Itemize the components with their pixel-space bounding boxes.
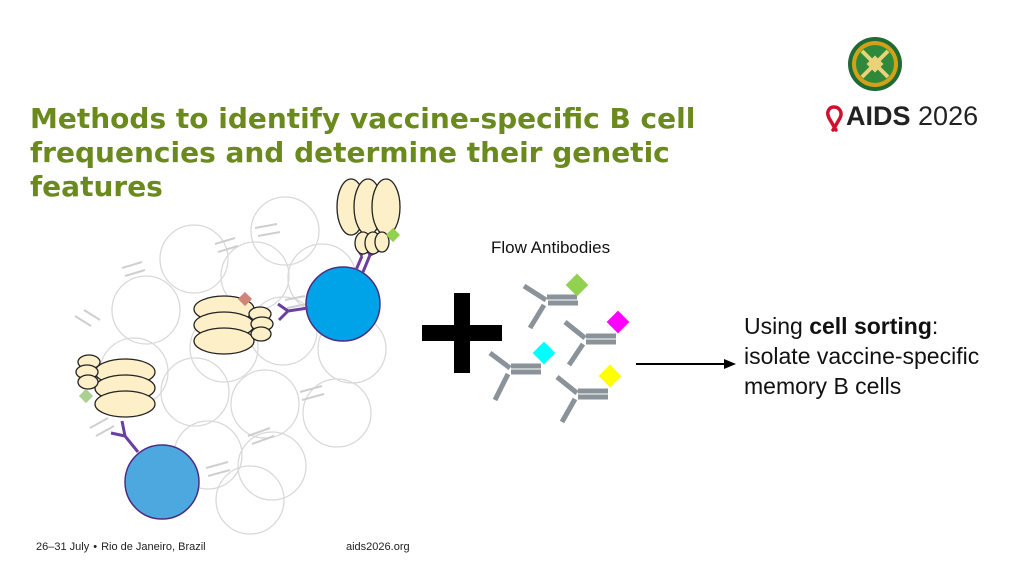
antigen-tag-green-2 bbox=[78, 388, 94, 404]
b-cell-receptor-left bbox=[277, 302, 309, 322]
conference-seal-icon bbox=[848, 37, 902, 91]
logo-year: 2026 bbox=[918, 101, 979, 131]
fluor-tag-magenta bbox=[606, 310, 630, 334]
footer-bullet: • bbox=[93, 541, 98, 553]
antibody-4 bbox=[555, 375, 608, 424]
sorting-bold: cell sorting bbox=[809, 313, 932, 339]
antibody-3 bbox=[488, 351, 541, 402]
b-cell-second bbox=[124, 444, 200, 520]
background-receptors bbox=[74, 223, 325, 477]
logo-name: AIDS bbox=[846, 101, 911, 131]
sorting-suffix: : bbox=[931, 313, 939, 339]
aids-2026-logo: AIDS 2026 bbox=[846, 101, 978, 132]
arrow-right-icon bbox=[636, 359, 736, 369]
footer-dates: 26–31 July bbox=[36, 541, 90, 553]
slide-title: Methods to identify vaccine-specific B c… bbox=[30, 102, 696, 203]
sorting-prefix: Using bbox=[744, 313, 810, 339]
sorting-line-1: Using cell sorting: bbox=[744, 311, 1024, 341]
fluor-tag-yellow bbox=[598, 364, 622, 388]
fluor-tag-cyan bbox=[532, 341, 556, 365]
fluor-tag-green bbox=[565, 273, 589, 297]
sorting-line-3: memory B cells bbox=[744, 373, 902, 399]
footer-location: Rio de Janeiro, Brazil bbox=[101, 541, 206, 553]
antigen-trimer-middle bbox=[193, 295, 274, 355]
flow-antibodies-label: Flow Antibodies bbox=[491, 238, 611, 257]
b-cell-main bbox=[305, 266, 381, 342]
footer-dates-location: 26–31 July•Rio de Janeiro, Brazil bbox=[36, 541, 206, 553]
antibody-1 bbox=[522, 283, 578, 330]
antigen-tag-green bbox=[385, 227, 401, 243]
antigen-tag-red bbox=[237, 291, 253, 307]
antigen-trimer-bottom bbox=[75, 354, 156, 418]
sorting-line-2: isolate vaccine-specific bbox=[744, 343, 980, 369]
cell-sorting-description: Using cell sorting: isolate vaccine-spec… bbox=[744, 311, 1024, 401]
plus-icon bbox=[422, 293, 502, 373]
flow-antibodies bbox=[488, 283, 616, 424]
antigen-trimer-top bbox=[336, 178, 401, 255]
aids-ribbon-icon bbox=[826, 105, 843, 132]
footer-url[interactable]: aids2026.org bbox=[346, 541, 410, 553]
antibody-2 bbox=[563, 320, 616, 367]
b-cell-receptor-second bbox=[110, 420, 140, 453]
